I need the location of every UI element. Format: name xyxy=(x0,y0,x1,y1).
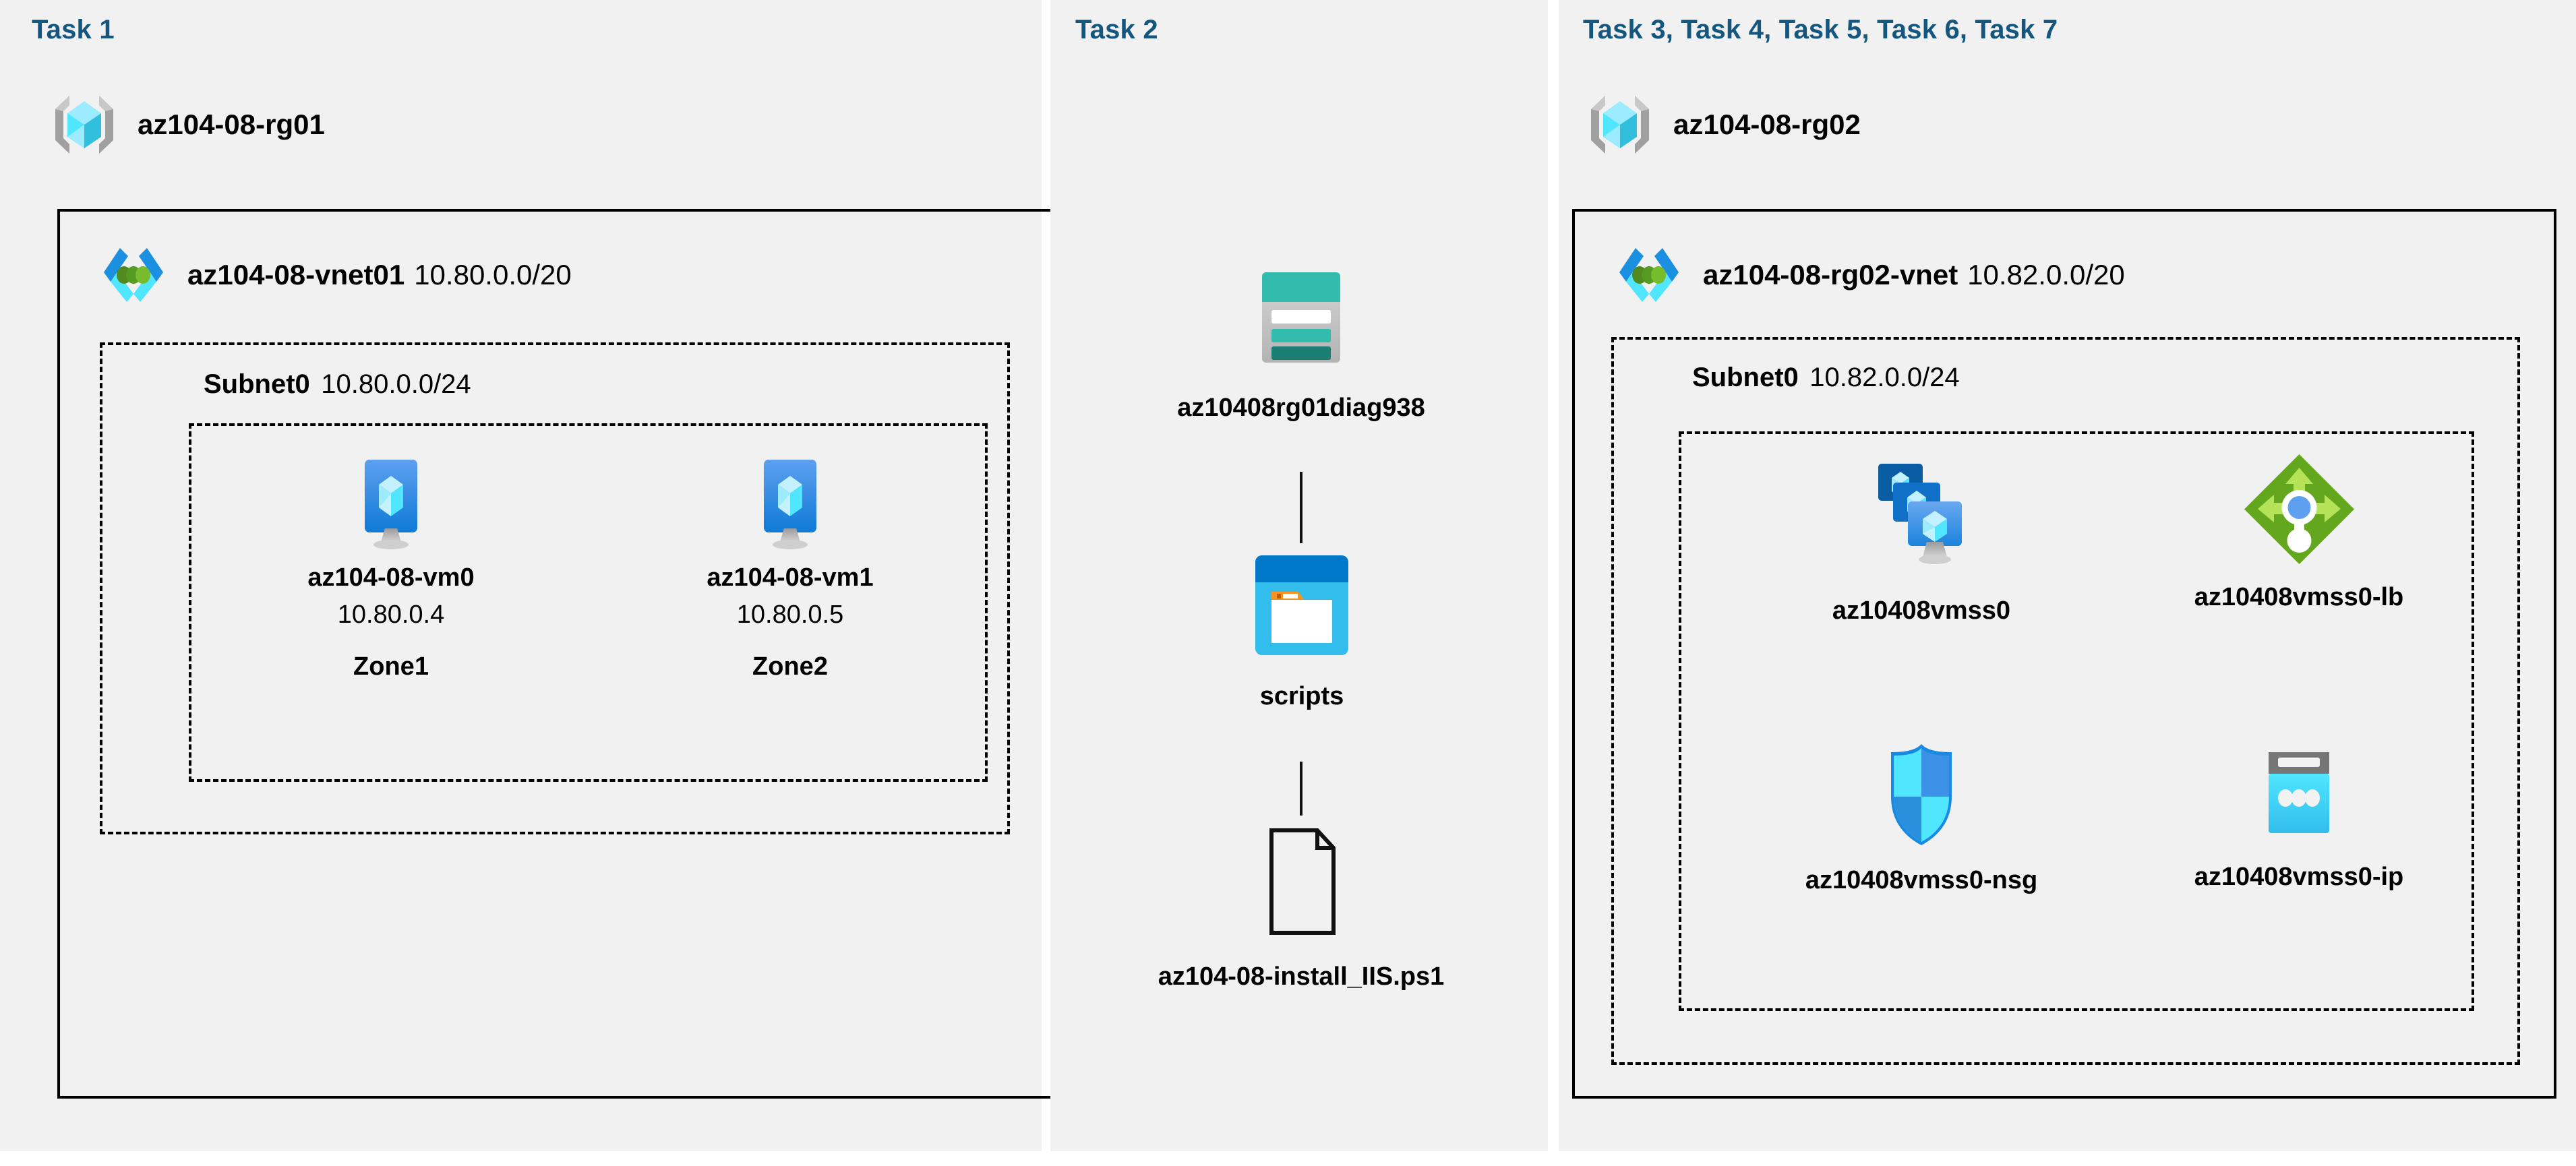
rg02-resource-group-boundary xyxy=(1679,431,2474,1011)
blob-container-scripts[interactable]: scripts xyxy=(1204,547,1400,711)
subnet0-rg01-boundary xyxy=(100,342,1010,834)
file-name: az104-08-install_IIS.ps1 xyxy=(1158,962,1445,991)
resource-group-rg01-header: az104-08-rg01 xyxy=(47,88,325,162)
public-ip-name: az10408vmss0-ip xyxy=(2194,863,2404,891)
rg02-vnet-cidr: 10.82.0.0/20 xyxy=(1967,259,2125,290)
storage-account-name: az10408rg01diag938 xyxy=(1177,394,1425,422)
vm-scale-set-az10408vmss0[interactable]: az10408vmss0 xyxy=(1760,456,2083,625)
subnet0-rg02-cidr: 10.82.0.0/24 xyxy=(1809,363,1960,392)
rg02-vnet-boundary xyxy=(1572,209,2556,1099)
connector-storage-to-container xyxy=(1300,472,1302,543)
subnet0-rg02-name: Subnet0 xyxy=(1692,363,1799,392)
vm-zone-group-boundary xyxy=(189,423,988,782)
resource-group-icon xyxy=(47,88,121,162)
blob-container-icon xyxy=(1240,547,1363,663)
network-security-group-icon xyxy=(1871,739,1972,850)
storage-account-icon xyxy=(1234,263,1369,371)
resource-group-icon xyxy=(1583,88,1657,162)
virtual-machine-icon xyxy=(740,453,841,554)
load-balancer-name: az10408vmss0-lb xyxy=(2194,583,2404,611)
rg02-vnet-header: az104-08-rg02-vnet 10.82.0.0/20 xyxy=(1611,243,2125,307)
resource-group-rg01-name: az104-08-rg01 xyxy=(138,109,325,140)
vm1-name: az104-08-vm1 xyxy=(707,563,874,592)
load-balancer-icon xyxy=(2240,450,2358,568)
connector-container-to-file xyxy=(1300,762,1302,816)
panel-task1 xyxy=(0,0,1042,1151)
vm0-name: az104-08-vm0 xyxy=(307,563,475,592)
subnet0-rg01-name: Subnet0 xyxy=(204,369,310,399)
subnet0-rg02-header: Subnet0 10.82.0.0/24 xyxy=(1692,363,1960,393)
storage-account-az10408rg01diag938[interactable]: az10408rg01diag938 xyxy=(1106,263,1497,423)
subnet0-rg02-boundary xyxy=(1611,337,2520,1065)
vm1-ip: 10.80.0.5 xyxy=(736,601,844,629)
public-ip-az10408vmss0-ip[interactable]: az10408vmss0-ip xyxy=(2144,747,2454,892)
rg02-vnet-name: az104-08-rg02-vnet xyxy=(1703,259,1958,290)
vm0-zone: Zone1 xyxy=(353,652,429,681)
public-ip-address-icon xyxy=(2248,747,2349,847)
file-az104-08-install-iis-ps1[interactable]: az104-08-install_IIS.ps1 xyxy=(1119,824,1483,991)
vnet01-name: az104-08-vnet01 xyxy=(187,259,405,290)
task-3-to-7-label: Task 3, Task 4, Task 5, Task 6, Task 7 xyxy=(1583,15,2058,44)
vm0-ip: 10.80.0.4 xyxy=(337,601,445,629)
vm1-zone: Zone2 xyxy=(752,652,828,681)
vnet01-cidr: 10.80.0.0/20 xyxy=(414,259,572,290)
document-file-icon xyxy=(1255,824,1347,940)
vm-scale-set-icon xyxy=(1859,456,1984,580)
vnet01-header: az104-08-vnet01 10.80.0.0/20 xyxy=(96,243,572,307)
vm-az104-08-vm0[interactable]: az104-08-vm0 10.80.0.4 Zone1 xyxy=(297,453,485,681)
subnet0-rg01-header: Subnet0 10.80.0.0/24 xyxy=(204,369,471,400)
vmss-name: az10408vmss0 xyxy=(1832,596,2011,625)
virtual-network-icon xyxy=(1611,243,1687,307)
nsg-name: az10408vmss0-nsg xyxy=(1805,866,2038,894)
task-1-label: Task 1 xyxy=(32,15,115,44)
virtual-network-icon xyxy=(96,243,171,307)
load-balancer-az10408vmss0-lb[interactable]: az10408vmss0-lb xyxy=(2144,450,2454,612)
subnet0-rg01-cidr: 10.80.0.0/24 xyxy=(321,369,471,399)
network-security-group-az10408vmss0-nsg[interactable]: az10408vmss0-nsg xyxy=(1760,739,2083,895)
vm-az104-08-vm1[interactable]: az104-08-vm1 10.80.0.5 Zone2 xyxy=(696,453,885,681)
task-2-label: Task 2 xyxy=(1075,15,1158,44)
virtual-machine-icon xyxy=(340,453,442,554)
resource-group-rg02-header: az104-08-rg02 xyxy=(1583,88,1861,162)
blob-container-name: scripts xyxy=(1259,682,1344,710)
resource-group-rg02-name: az104-08-rg02 xyxy=(1673,109,1861,140)
panel-task3to7 xyxy=(1559,0,2576,1151)
